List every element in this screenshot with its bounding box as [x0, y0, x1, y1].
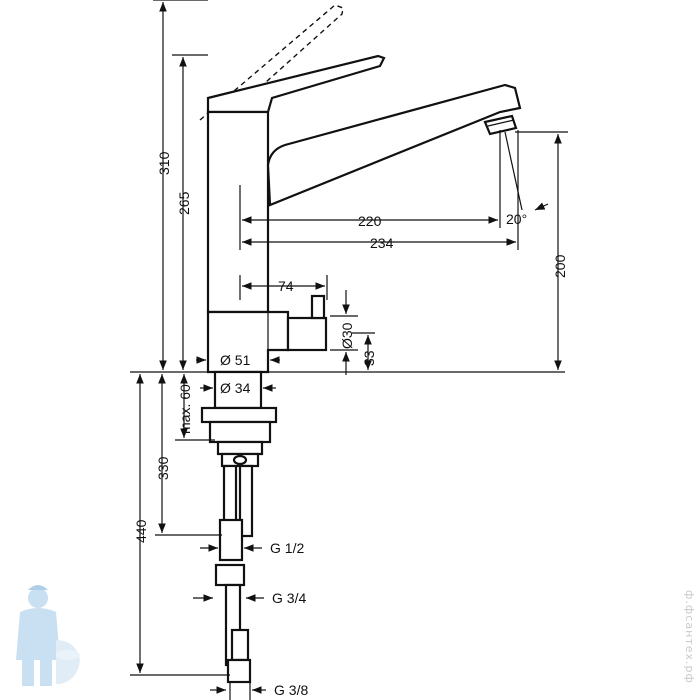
dim-thread-2: G 3/4 — [272, 590, 306, 606]
dim-spout-overall: 234 — [370, 235, 394, 251]
lever-open-outline — [199, 4, 344, 126]
valve-dimensions — [239, 275, 375, 375]
dim-body-diameter: Ø 51 — [220, 352, 251, 368]
dim-thread-1: G 1/2 — [270, 540, 304, 556]
dim-outlet-height: 200 — [552, 254, 568, 278]
valve-knob — [286, 294, 328, 352]
plumber-mascot-icon — [16, 585, 80, 686]
height-dimensions — [130, 0, 230, 676]
dim-max-deck: max. 60 — [177, 384, 193, 434]
dim-body-height: 265 — [176, 191, 192, 215]
spout — [266, 83, 522, 207]
dim-spout-angle: 20° — [506, 211, 527, 227]
dim-spout-reach: 220 — [358, 213, 382, 229]
dim-total-height: 310 — [156, 151, 172, 175]
thread-dimensions — [193, 544, 266, 694]
supply-hoses — [214, 464, 254, 700]
dim-valve-height: 33 — [361, 350, 377, 366]
dim-hose-length: 440 — [133, 519, 149, 543]
dim-shank-diameter: Ø 34 — [220, 380, 251, 396]
lever-handle — [206, 54, 386, 114]
dim-valve-diameter: Ø30 — [339, 322, 355, 349]
faucet-body — [206, 110, 290, 374]
dim-valve-offset: 74 — [278, 278, 294, 294]
watermark-text: ф.фсантех.рф — [683, 590, 696, 684]
dim-shank-length: 330 — [155, 456, 171, 480]
diameter-dimensions — [196, 356, 280, 392]
dim-thread-3: G 3/8 — [274, 682, 308, 698]
spout-dimensions — [239, 130, 568, 370]
